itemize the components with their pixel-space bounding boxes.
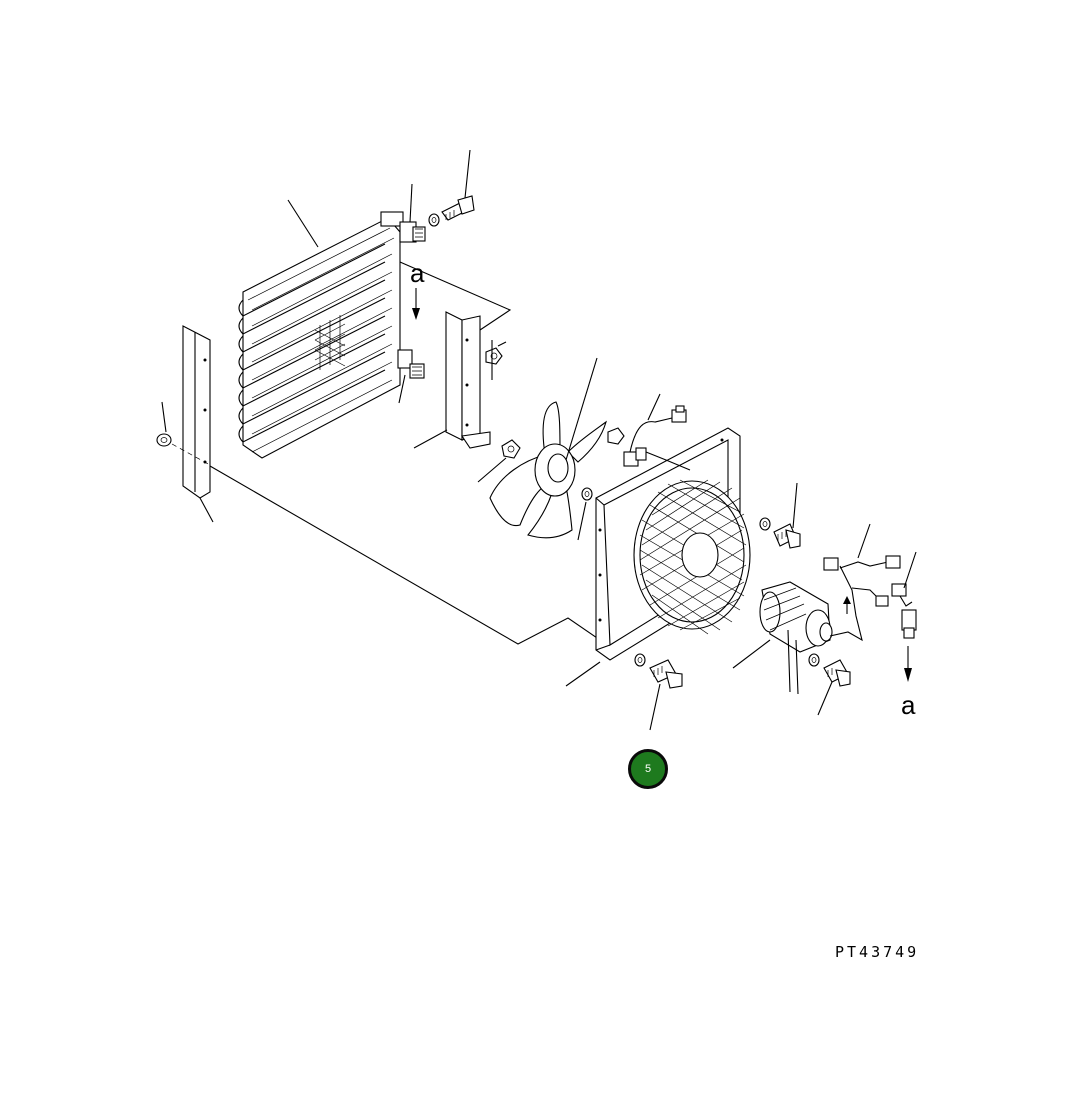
leader-left-bracket bbox=[199, 497, 214, 523]
bolt-top bbox=[441, 195, 475, 221]
assembly-line-top bbox=[399, 261, 512, 331]
washer-motor bbox=[808, 653, 820, 667]
ref-label-bottom: a bbox=[901, 690, 916, 720]
leader-inlet-fitting bbox=[409, 183, 413, 223]
leader-bolt-bottom bbox=[649, 683, 661, 731]
left-bracket bbox=[182, 325, 211, 499]
leader-fan-shroud bbox=[565, 661, 601, 687]
leader-wire-harness bbox=[857, 523, 871, 559]
fan-motor bbox=[759, 581, 833, 695]
leader-relay-connector bbox=[903, 551, 917, 589]
leader-nut-fan bbox=[477, 457, 507, 483]
drawing-code: PT43749 bbox=[835, 943, 919, 961]
inlet-fitting bbox=[412, 226, 426, 242]
fan-blade bbox=[489, 401, 607, 539]
fan-grille bbox=[633, 479, 751, 635]
callout-number: 5 bbox=[644, 763, 652, 775]
leader-bolt-top bbox=[464, 149, 471, 199]
washer-top bbox=[428, 213, 440, 227]
leader-outlet-fitting bbox=[398, 374, 406, 404]
assembly-line-bottom bbox=[209, 465, 601, 645]
leader-bolt-right bbox=[792, 482, 798, 529]
washer-bottom bbox=[634, 653, 646, 667]
leader-washer-fan bbox=[577, 501, 587, 541]
outlet-fitting bbox=[397, 349, 425, 379]
leader-condenser bbox=[287, 199, 319, 248]
shroud-harness bbox=[629, 405, 687, 453]
nut-middle bbox=[485, 347, 503, 365]
washer-fan bbox=[581, 487, 593, 501]
ref-arrow-top bbox=[412, 288, 420, 320]
leader-nut-middle bbox=[497, 341, 507, 347]
relay-connector bbox=[891, 583, 917, 639]
nut-fan bbox=[501, 439, 521, 459]
condenser-fins bbox=[314, 315, 346, 370]
washer-right bbox=[759, 517, 771, 531]
nut-shroud bbox=[607, 427, 625, 445]
leader-fan-blade bbox=[565, 357, 598, 461]
leader-shroud-harness bbox=[647, 393, 661, 421]
ref-label-top: a bbox=[410, 258, 425, 288]
callout-marker[interactable]: 5 bbox=[628, 749, 668, 789]
condenser-core bbox=[238, 211, 426, 459]
condenser-header bbox=[380, 211, 404, 227]
assembly-centerline-left bbox=[171, 443, 211, 466]
wire-harness bbox=[823, 555, 901, 642]
middle-bracket bbox=[445, 311, 491, 449]
leader-nut-left bbox=[161, 401, 167, 433]
nut-left bbox=[156, 433, 172, 447]
leader-bolt-motor bbox=[817, 681, 833, 716]
leader-middle-bracket bbox=[413, 429, 448, 449]
bolt-bottom bbox=[649, 659, 683, 689]
bolt-right bbox=[773, 523, 801, 549]
leader-fan-motor bbox=[732, 639, 771, 669]
shroud-connector bbox=[623, 447, 691, 471]
bolt-motor bbox=[823, 659, 851, 687]
ref-arrow-bottom bbox=[904, 646, 912, 682]
